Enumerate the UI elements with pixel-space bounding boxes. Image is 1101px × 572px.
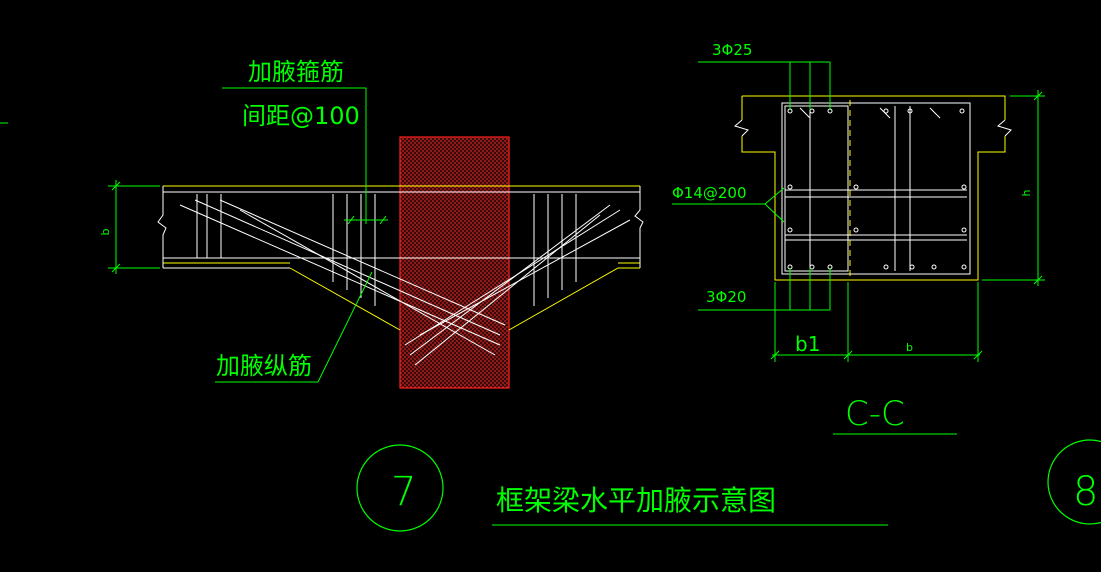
stirrups-left: [196, 194, 376, 306]
section-cc-label: C-C: [845, 394, 905, 434]
haunch-right-edge: [508, 267, 640, 331]
label-bottom-bars: 3Φ20: [706, 288, 746, 306]
detail-8-drawing: 8: [1047, 439, 1101, 525]
slab-break-left: [733, 119, 749, 137]
dim-b-label: b: [99, 228, 112, 235]
section-h-dim: [982, 90, 1045, 286]
label-stirrup: 加腋箍筋: [248, 58, 344, 86]
rebar-dots: [787, 108, 967, 270]
label-top-bars: 3Φ25: [712, 41, 752, 59]
section-stirrup-leader: [672, 187, 785, 223]
detail-7-drawing: b 加腋箍筋 间距@100 加腋纵筋 7 框架梁水平加腋示意图: [99, 58, 888, 532]
label-section-stirrup: Φ14@200: [672, 184, 747, 202]
top-bars-leader: [698, 61, 831, 110]
dim-b-left: [108, 180, 160, 274]
detail-7-title: 框架梁水平加腋示意图: [496, 484, 776, 517]
stirrups-right: [533, 194, 577, 306]
break-line-right: [634, 186, 644, 268]
break-line-left: [157, 186, 167, 268]
long-bar-leader: [215, 271, 373, 383]
section-cc-drawing: 3Φ25 Φ14@200 3Φ20 b1 b: [672, 41, 1045, 435]
slab-break-right: [996, 119, 1012, 137]
haunch-left-edge: [289, 267, 401, 331]
detail-8-circle: [1047, 439, 1101, 525]
section-bottom-dims: [770, 282, 983, 362]
section-diag-2: [929, 107, 941, 119]
section-stirrup-left: [784, 105, 849, 272]
detail-8-number: 8: [1073, 469, 1098, 515]
section-stirrup-outer: [781, 102, 971, 275]
column: [399, 136, 510, 389]
detail-7-circle: [356, 444, 444, 532]
haunch-bars-left: [179, 199, 506, 356]
dim-b1-label: b1: [795, 332, 820, 356]
stirrup-leader: [222, 87, 388, 225]
section-diag-3: [799, 107, 811, 119]
label-long-bar: 加腋纵筋: [216, 352, 312, 380]
label-spacing: 间距@100: [242, 102, 360, 130]
dim-h-label: h: [1020, 189, 1033, 196]
bottom-bars-leader: [698, 268, 831, 311]
detail-7-number: 7: [391, 469, 416, 515]
haunch-bars-right: [404, 204, 631, 366]
dim-b-section-label: b: [906, 341, 913, 354]
